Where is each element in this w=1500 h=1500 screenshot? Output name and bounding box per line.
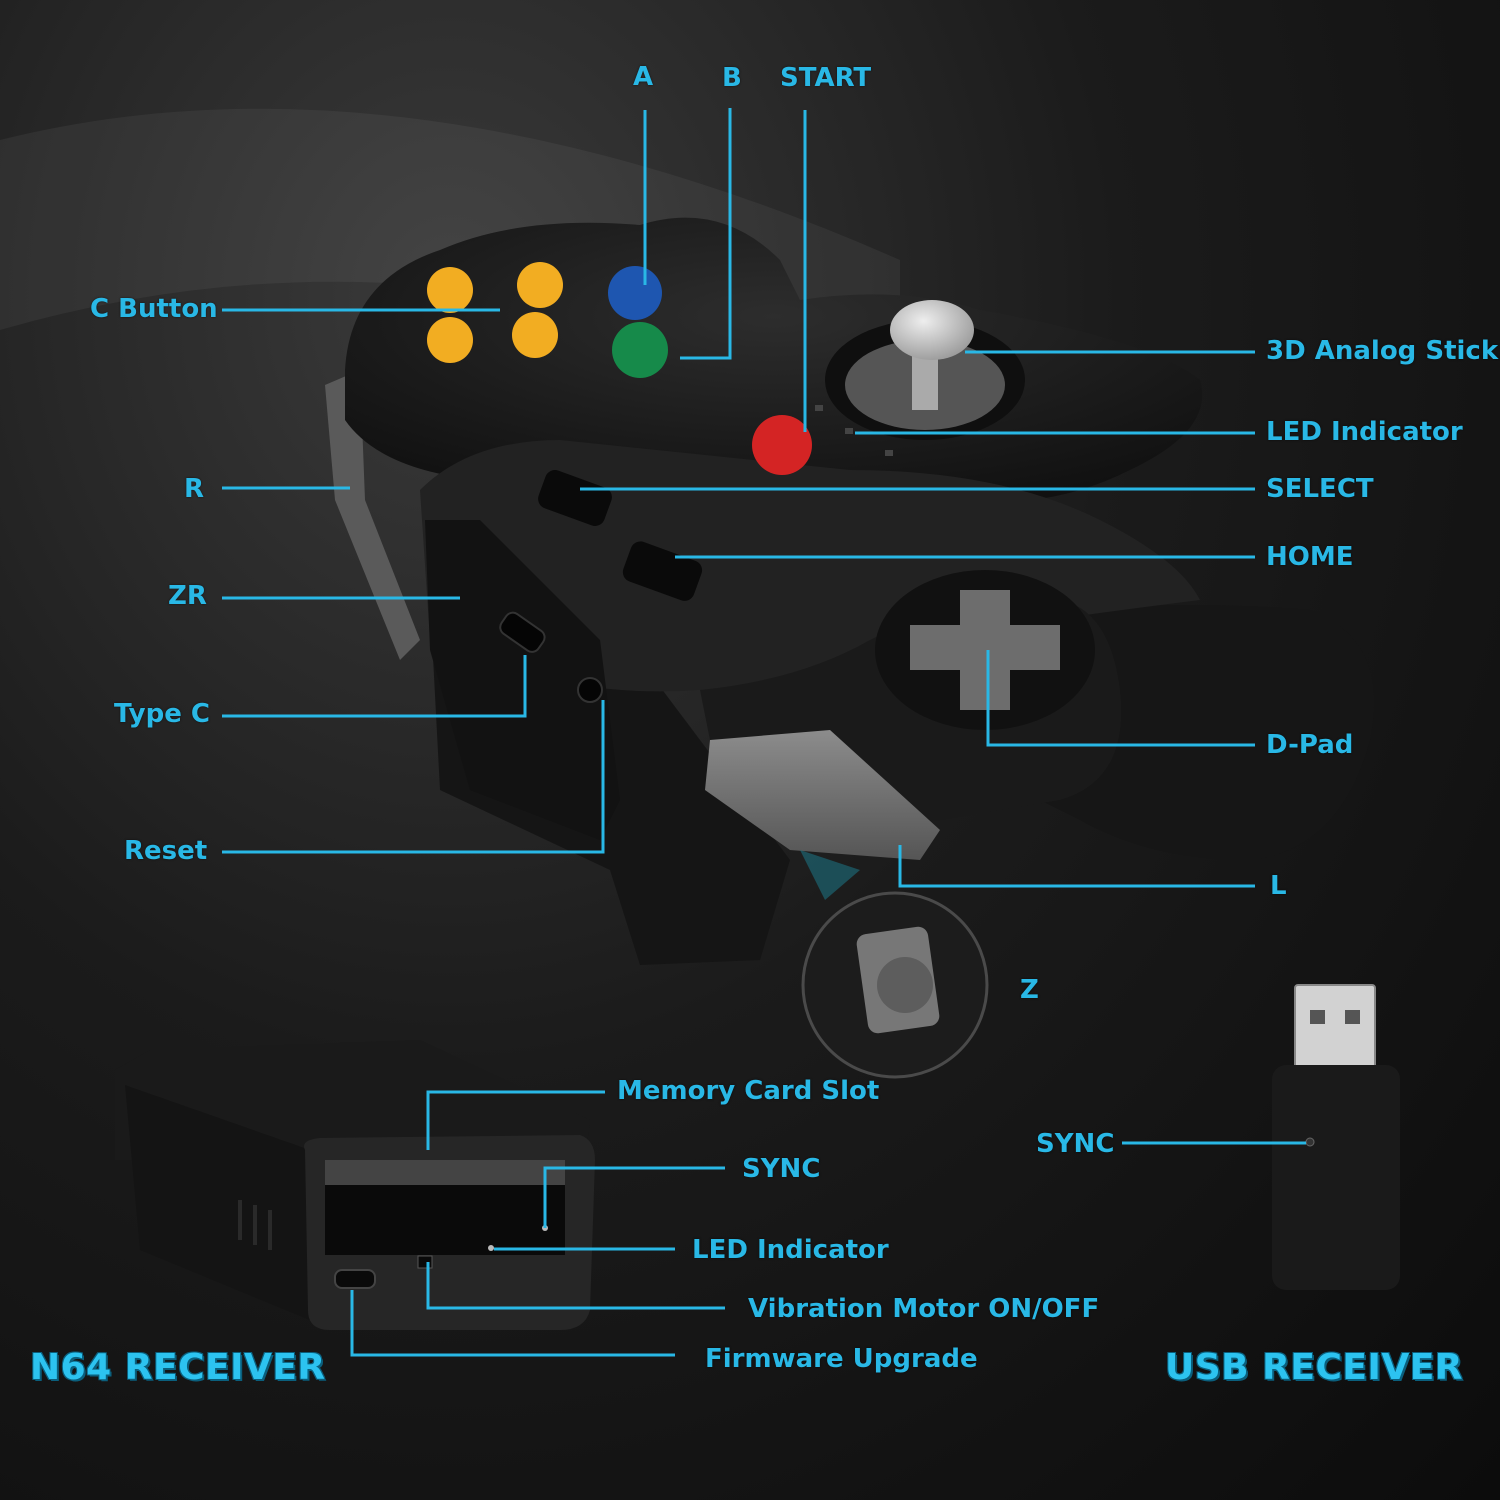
label-led-indicator: LED Indicator [1266, 417, 1463, 447]
label-d-pad: D-Pad [1266, 730, 1354, 760]
label-home: HOME [1266, 542, 1354, 572]
analog-stick [825, 300, 1025, 440]
type-c-port [499, 611, 546, 653]
label-usb-sync: SYNC [1036, 1129, 1115, 1159]
reset-hole [577, 677, 603, 703]
label-b: B [722, 63, 742, 93]
label-n64-sync: SYNC [742, 1154, 821, 1184]
label-c-button: C Button [90, 294, 218, 324]
label-a: A [633, 62, 654, 92]
label-l: L [1270, 871, 1287, 901]
label-n64-led-indicator: LED Indicator [692, 1235, 889, 1265]
label-vibration-motor: Vibration Motor ON/OFF [748, 1294, 1100, 1324]
label-type-c: Type C [114, 699, 210, 729]
callout-lines [222, 108, 1306, 1357]
label-memory-card-slot: Memory Card Slot [617, 1076, 880, 1106]
label-zr: ZR [168, 581, 207, 611]
controller [325, 217, 1374, 965]
start-button [752, 415, 812, 475]
label-firmware-upgrade: Firmware Upgrade [705, 1344, 978, 1374]
n64-receiver [115, 1040, 595, 1330]
label-select: SELECT [1266, 474, 1374, 504]
c-buttons [427, 262, 563, 363]
n64-receiver-title: N64 RECEIVER [30, 1347, 326, 1388]
a-button [608, 266, 662, 320]
usb-receiver [1272, 984, 1400, 1290]
select-button [538, 470, 612, 526]
label-z: Z [1020, 975, 1039, 1005]
label-start: START [780, 63, 872, 93]
usb-receiver-title: USB RECEIVER [1165, 1347, 1464, 1388]
label-reset: Reset [124, 836, 208, 866]
label-3d-analog-stick: 3D Analog Stick [1266, 336, 1499, 366]
n64-usbc-port [334, 1269, 376, 1289]
d-pad [875, 570, 1095, 730]
label-r: R [184, 474, 205, 504]
z-button-inset [800, 850, 989, 1079]
b-button [612, 322, 668, 378]
